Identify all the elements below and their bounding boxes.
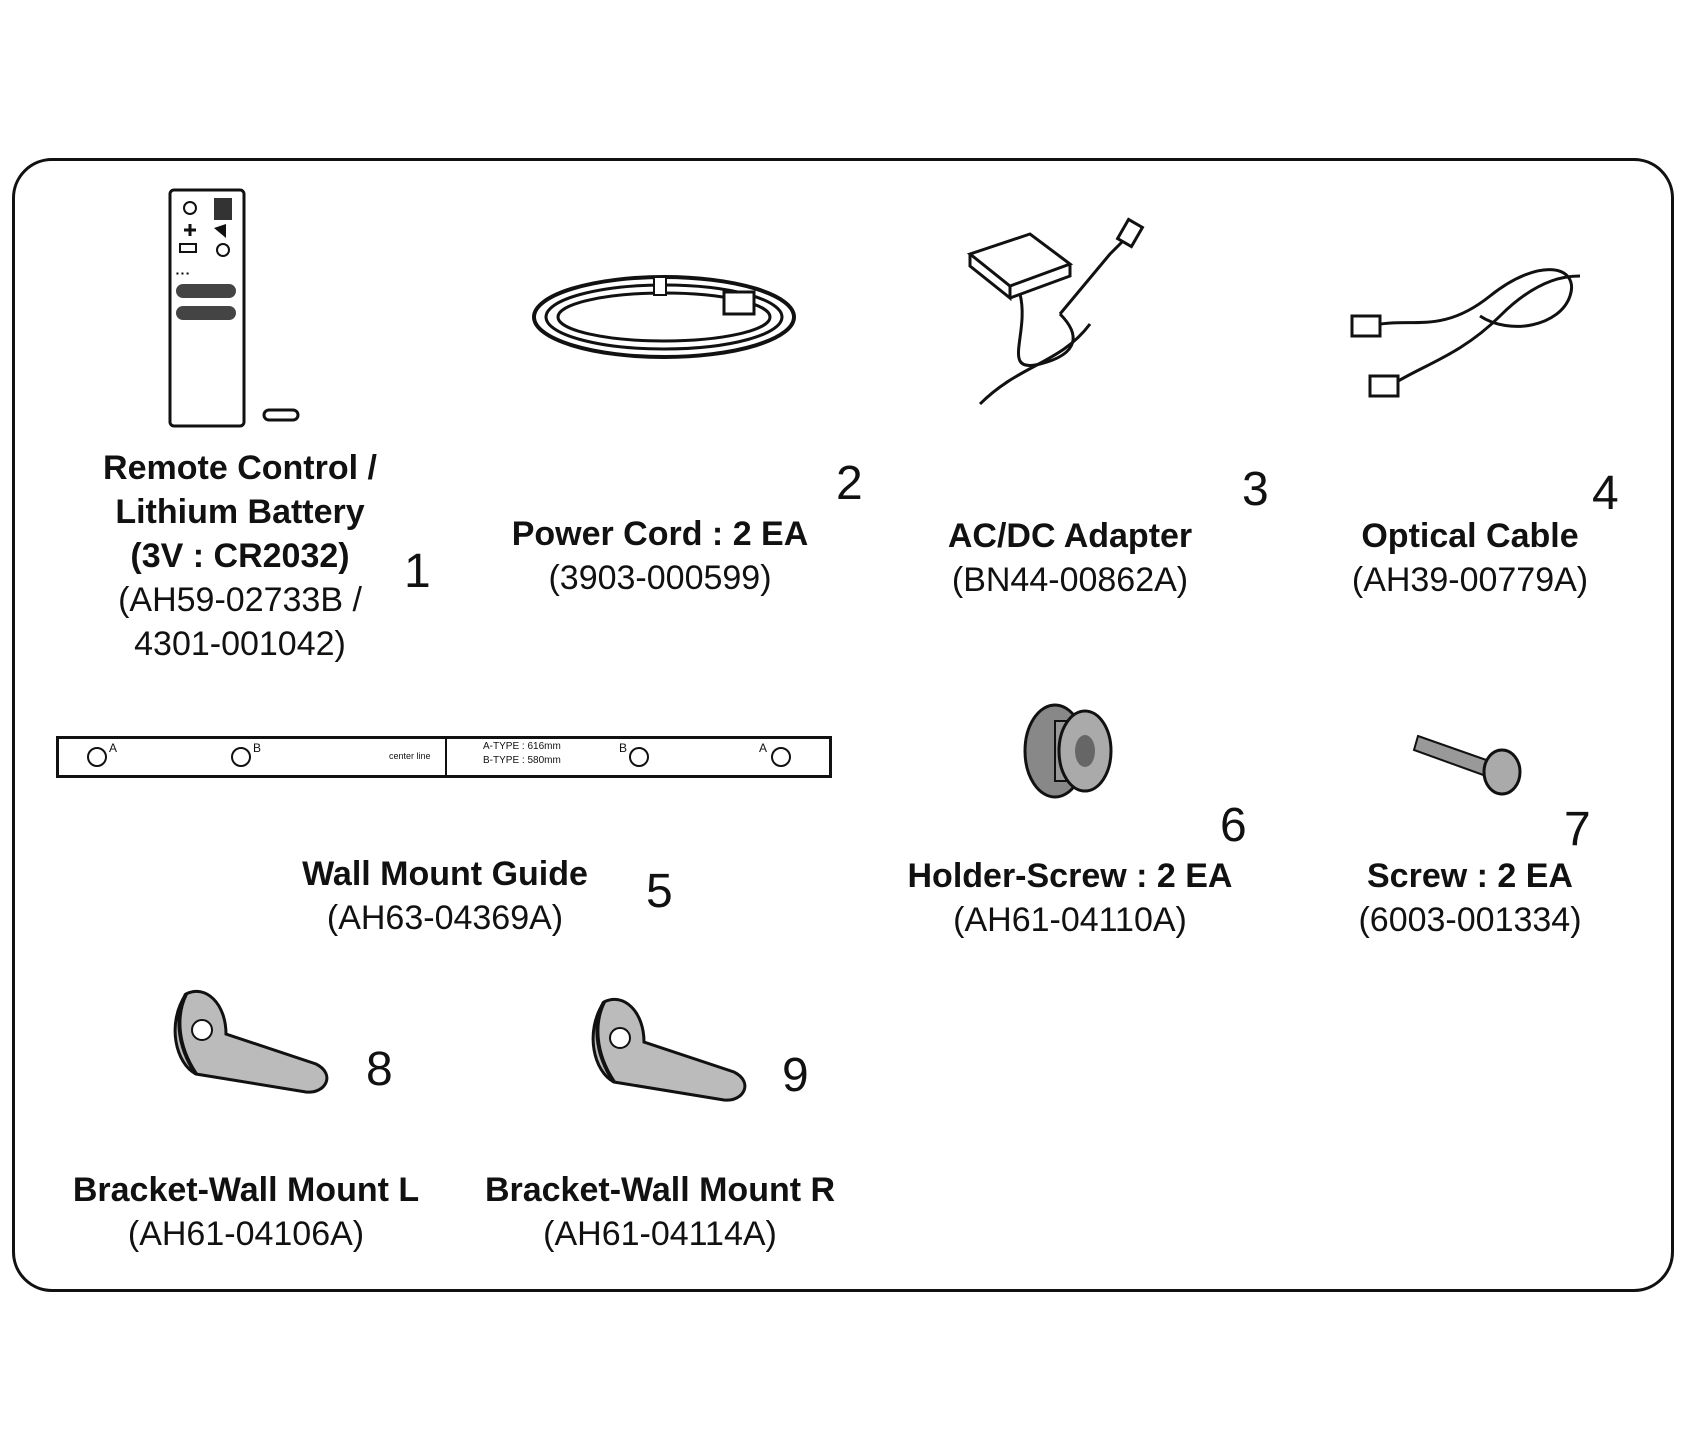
item-4-number: 4: [1592, 467, 1619, 520]
item-3-number: 3: [1242, 463, 1269, 516]
svg-text:▪ ▪ ▪: ▪ ▪ ▪: [176, 269, 189, 278]
wall-mount-guide-icon: A B center line A-TYPE : 616mm B-TYPE : …: [56, 736, 832, 778]
power-cord-icon: [532, 275, 796, 359]
optical-cable-icon: [1350, 268, 1581, 398]
item-9-label: Bracket-Wall Mount R (AH61-04114A): [484, 1171, 836, 1253]
guide-hole-a-right: [771, 747, 791, 767]
bracket-left-icon: [173, 990, 329, 1094]
components-panel: [12, 158, 1674, 1292]
guide-mark-a-right: A: [759, 741, 768, 755]
guide-center-line: [445, 739, 447, 775]
item-4-label: Optical Cable (AH39-00779A): [1351, 517, 1589, 599]
guide-hole-a-left: [87, 747, 107, 767]
item-8-label: Bracket-Wall Mount L (AH61-04106A): [72, 1171, 420, 1253]
guide-hole-b-right: [629, 747, 649, 767]
guide-type-a: A-TYPE : 616mm: [483, 741, 561, 752]
item-2-label: Power Cord : 2 EA (3903-000599): [511, 515, 809, 597]
bracket-right-icon: [591, 998, 747, 1102]
item-1-label: Remote Control / Lithium Battery (3V : C…: [103, 449, 377, 663]
item-9-number: 9: [782, 1049, 809, 1102]
item-7-label: Screw : 2 EA (6003-001334): [1358, 857, 1582, 939]
screw-icon: [1412, 734, 1522, 796]
holder-screw-icon: [1023, 703, 1113, 799]
guide-hole-b-left: [231, 747, 251, 767]
item-1-number: 1: [404, 545, 431, 598]
remote-control-icon: ▪ ▪ ▪: [168, 188, 300, 428]
item-3-label: AC/DC Adapter (BN44-00862A): [947, 517, 1193, 599]
guide-center-label: center line: [389, 751, 431, 761]
item-2-number: 2: [836, 457, 863, 510]
guide-type-b: B-TYPE : 580mm: [483, 755, 561, 766]
item-8-number: 8: [366, 1043, 393, 1096]
item-5-number: 5: [646, 865, 673, 918]
guide-mark-b-right: B: [619, 741, 628, 755]
guide-mark-a-left: A: [109, 741, 118, 755]
item-7-number: 7: [1564, 803, 1591, 856]
guide-mark-b-left: B: [253, 741, 262, 755]
item-6-label: Holder-Screw : 2 EA (AH61-04110A): [907, 857, 1233, 939]
item-6-number: 6: [1220, 799, 1247, 852]
item-5-label: Wall Mount Guide (AH63-04369A): [302, 855, 588, 937]
ac-dc-adapter-icon: [966, 217, 1145, 406]
